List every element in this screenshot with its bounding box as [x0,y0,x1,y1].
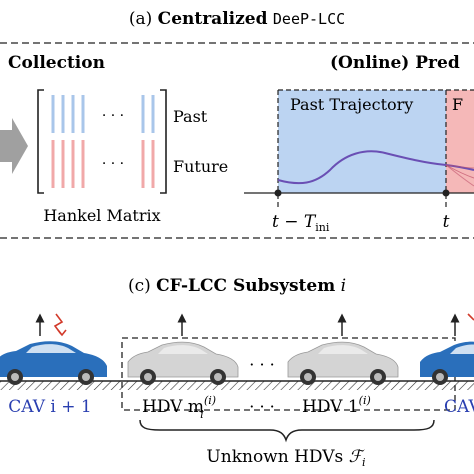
tick-t-minus-tini: t − Tini [272,212,330,234]
signal-arrows [35,313,460,336]
cav-left-car-icon [0,341,107,385]
cav-left-receive-arrowhead-icon [57,329,67,337]
hankel-future-columns [51,140,155,188]
predicted-trajectory-2 [445,164,474,187]
hankel-caption: Hankel Matrix [43,206,160,225]
road-hatch [0,381,474,390]
predicted-trajectory-3 [445,164,474,169]
tick-t: t [443,212,450,232]
hdv-dots-upper: · · · [249,355,274,374]
hankel-dots-past: · · · [102,108,124,124]
future-trajectory-label: F [452,95,463,114]
hankel-future-label: Future [173,157,228,176]
panel-a-caption: (a) Centralized DeeP-LCC [129,9,345,29]
cav-right-label: CAV [444,397,474,417]
hankel-right-bracket [160,89,167,194]
trajectory-plot: Past Trajectory F [244,89,474,207]
past-window-region [278,90,446,193]
prediction-heading: (Online) Pred [330,53,460,73]
hdv-m-label: HDV m(i)i [142,394,216,421]
t-point [442,189,450,197]
hankel-past-label: Past [173,107,208,126]
unknown-hdvs-brace [139,419,435,443]
hankel-past-columns [51,95,155,133]
panel-c-caption: (c) CF-LCC Subsystem i [128,276,346,296]
past-trajectory-label: Past Trajectory [290,95,413,114]
hdv-group-box [121,337,456,411]
hdv-1-car-icon [287,341,399,385]
cav-right-car-icon [420,341,474,385]
hdv-1-label: HDV 1(i) [302,394,371,417]
hdv-m-car-icon [127,341,239,385]
collection-heading: Collection [8,53,105,73]
hankel-matrix: · · · · · · [37,89,167,194]
cav-left-label: CAV i + 1 [8,397,91,417]
data-flow-arrow [0,118,28,174]
hdv-dots-lower: · · · [249,397,274,416]
cav-right-signal-icon [467,313,474,321]
t-ini-point [274,189,282,197]
unknown-hdvs-label: Unknown HDVs ℱi [206,447,365,469]
hankel-dots-future: · · · [102,156,124,172]
hankel-left-bracket [37,89,44,194]
